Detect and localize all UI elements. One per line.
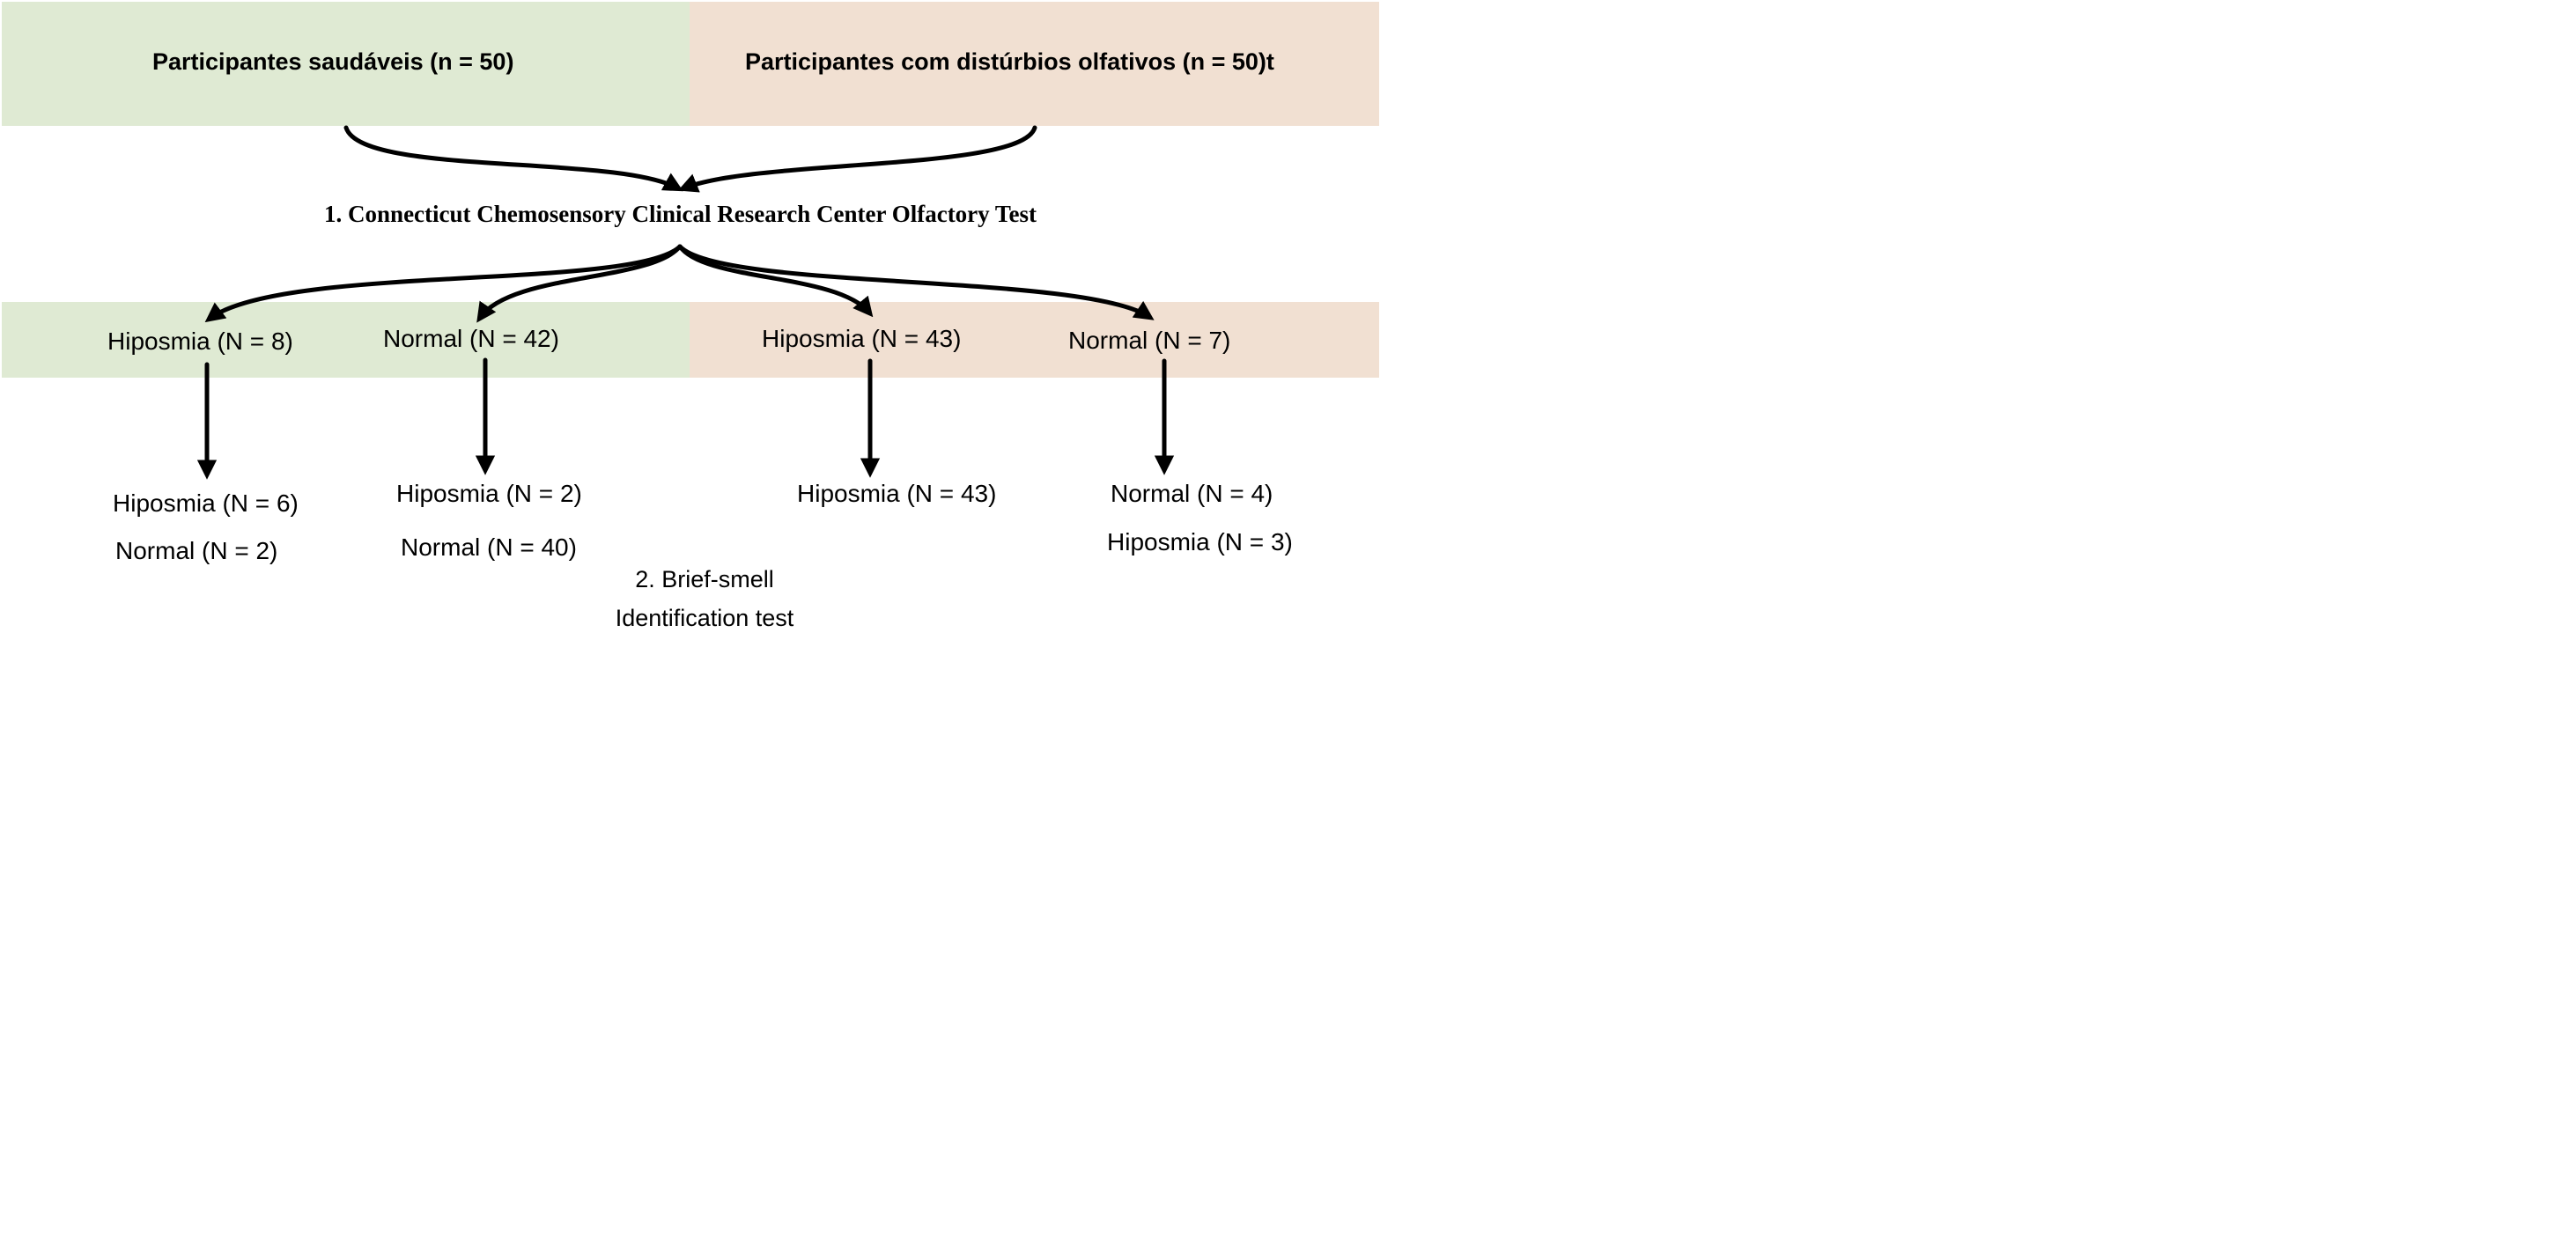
step2-test-label: 2. Brief-smell Identification test (615, 566, 794, 631)
flow-arrows (196, 125, 1175, 480)
step1-result-healthy-hiposmia: Hiposmia (N = 8) (107, 327, 293, 355)
step1-result-healthy-normal: Normal (N = 42) (383, 325, 559, 352)
arrow-to-healthy-hiposmia (204, 244, 683, 323)
arrow-to-disorder-hiposmia (677, 244, 874, 318)
arrow-to-healthy-normal (476, 244, 683, 323)
arrow-healthy-to-step1 (343, 125, 683, 192)
step1-result-disorder-normal: Normal (N = 7) (1068, 327, 1231, 354)
healthy-group-band (2, 2, 690, 126)
step1-result-disorder-hiposmia: Hiposmia (N = 43) (762, 325, 962, 352)
step2-result-disorder-normal-hiposmia: Hiposmia (N = 3) (1107, 528, 1293, 555)
healthy-results-band (2, 302, 690, 378)
disorder-group-label: Participantes com distúrbios olfativos (… (745, 48, 1274, 75)
arrow-disorder-to-step1 (677, 125, 1037, 193)
step2-result-healthy-hiposmia-normal: Normal (N = 2) (115, 537, 278, 564)
step1-test-label: 1. Connecticut Chemosensory Clinical Res… (324, 201, 1037, 227)
step2-result-disorder-hiposmia-hiposmia: Hiposmia (N = 43) (797, 480, 997, 507)
step2-result-disorder-normal-normal: Normal (N = 4) (1111, 480, 1273, 507)
step2-result-healthy-normal-normal: Normal (N = 40) (401, 533, 577, 561)
healthy-group-label: Participantes saudáveis (n = 50) (152, 48, 514, 75)
step2-result-healthy-normal-hiposmia: Hiposmia (N = 2) (396, 480, 582, 507)
arrow-to-disorder-normal (677, 244, 1155, 320)
step2-result-healthy-hiposmia-hiposmia: Hiposmia (N = 6) (113, 489, 299, 517)
disorder-results-band (690, 302, 1379, 378)
disorder-group-band (690, 2, 1379, 126)
